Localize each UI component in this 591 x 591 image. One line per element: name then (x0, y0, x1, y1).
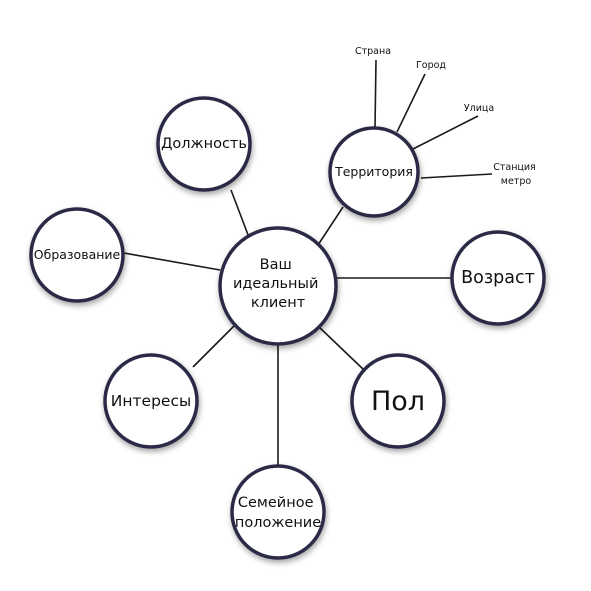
edge-territory-metro (420, 173, 493, 179)
node-position-label: Должность (161, 136, 247, 152)
node-age: Возраст (450, 230, 546, 326)
node-family: Семейное положение (230, 464, 326, 560)
connector-lines (123, 59, 493, 465)
territory-leaves: Страна Город Улица Станция метро (355, 46, 539, 187)
edge-center-position (230, 189, 251, 241)
node-interests-label: Интересы (111, 392, 191, 410)
node-territory-label: Территория (334, 164, 413, 179)
node-family-label: Семейное положение (235, 495, 321, 531)
leaf-metro-label: Станция метро (493, 162, 539, 187)
leaf-city-label: Город (416, 60, 446, 71)
node-gender: Пол (350, 353, 446, 449)
node-position: Должность (156, 96, 252, 192)
node-education-label: Образование (34, 247, 121, 262)
node-education: Образование (29, 207, 125, 303)
node-age-label: Возраст (461, 268, 535, 288)
edge-center-education (123, 252, 221, 271)
node-territory: Территория (328, 126, 420, 218)
leaf-street-label: Улица (464, 103, 494, 114)
leaf-country-label: Страна (355, 46, 391, 57)
node-interests: Интересы (103, 353, 199, 449)
edge-center-gender (317, 325, 365, 371)
edge-center-interests (192, 325, 235, 368)
node-gender-label: Пол (371, 386, 425, 417)
node-center: Ваш идеальный клиент (218, 226, 338, 346)
edge-territory-city (396, 73, 426, 133)
edge-territory-country (374, 59, 377, 129)
edge-center-territory (317, 206, 344, 246)
center-label: Ваш идеальный клиент (233, 257, 323, 311)
edge-territory-street (412, 115, 479, 150)
